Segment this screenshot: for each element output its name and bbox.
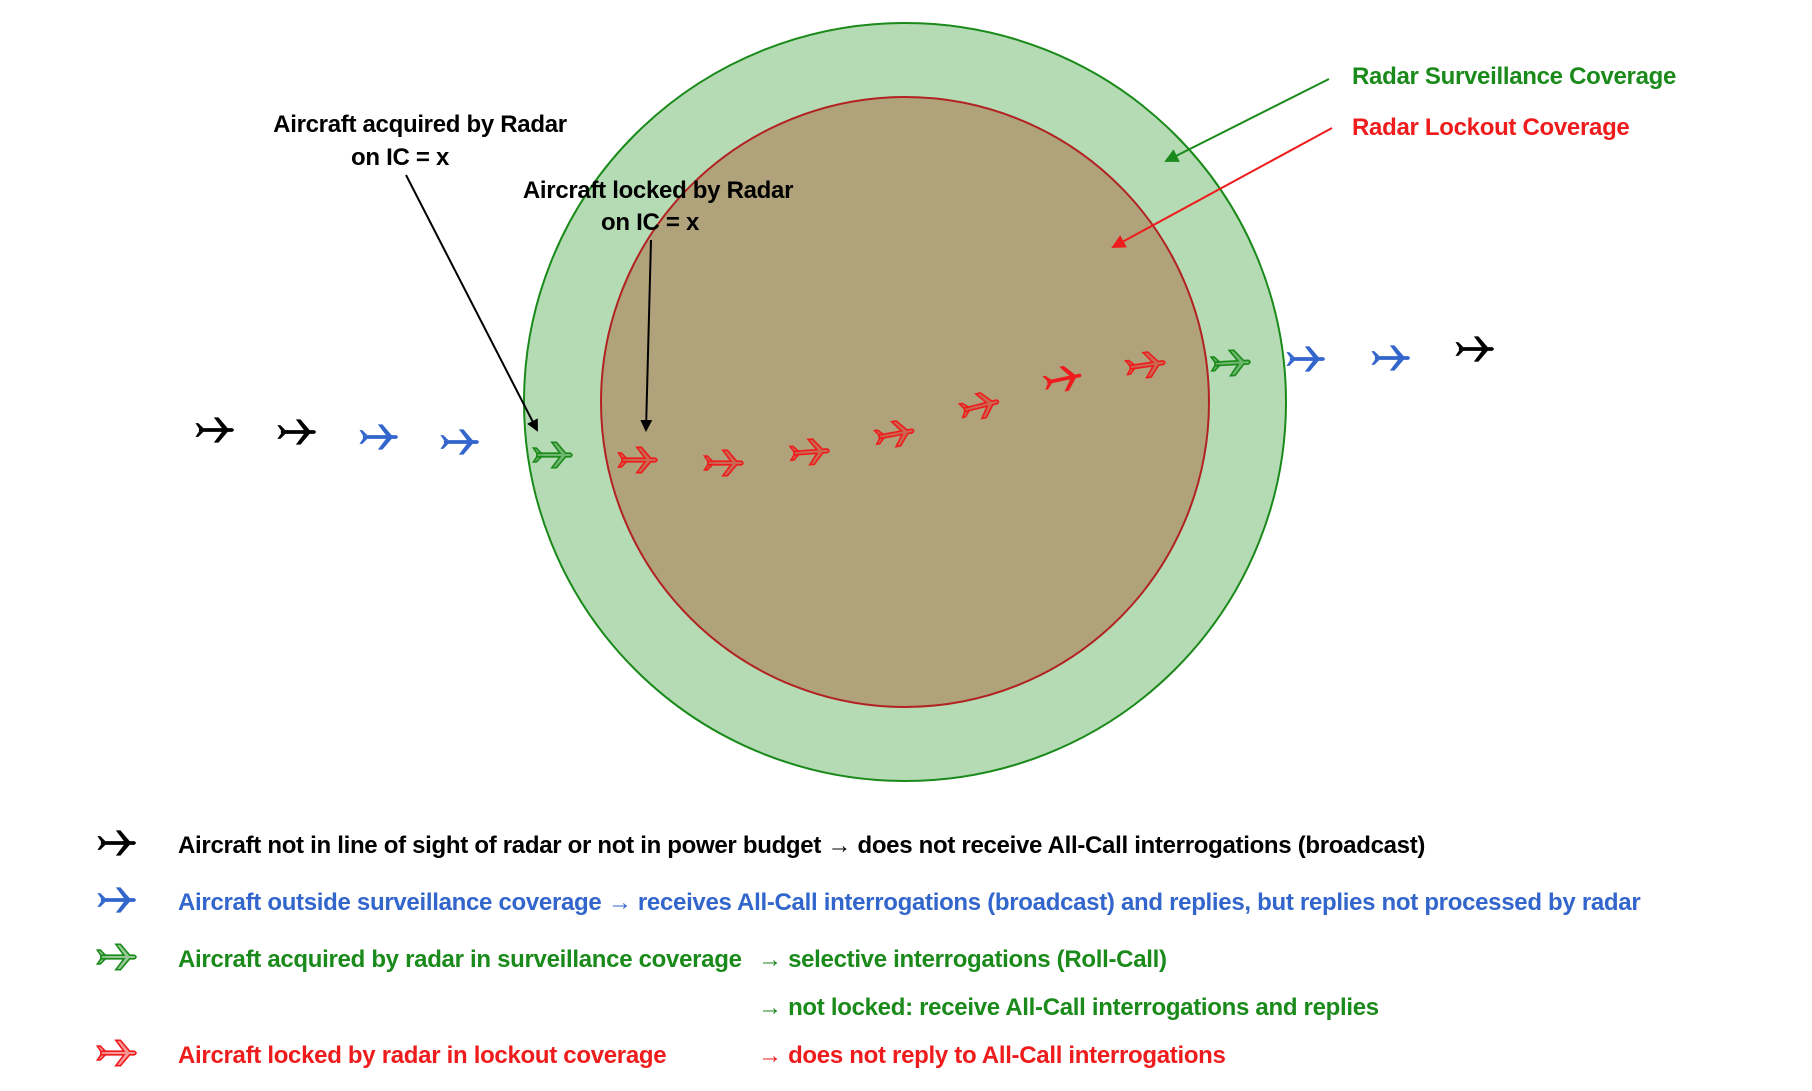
surveillance-pointer-arrow	[1164, 78, 1330, 162]
legend-green-text: Aircraft acquired by radar in surveillan…	[178, 946, 742, 973]
airplane-icon	[277, 419, 316, 445]
acquired-annotation-line2: on IC = x	[351, 144, 450, 171]
airplane-icon	[359, 424, 398, 450]
legend-red-detail-1: → does not reply to All-Call interrogati…	[758, 1042, 1226, 1069]
legend-green-detail-1: → selective interrogations (Roll-Call)	[758, 946, 1167, 973]
legend-black-text: Aircraft not in line of sight of radar o…	[178, 832, 1425, 859]
legend-red-airplane-outline-icon	[96, 1039, 137, 1067]
lockout-coverage-area	[600, 96, 1210, 708]
legend-blue-airplane-icon	[97, 887, 136, 913]
lockout-coverage-label: Radar Lockout Coverage	[1352, 114, 1629, 141]
legend: Aircraft not in line of sight of radar o…	[96, 830, 1641, 1069]
acquired-pointer-arrow	[405, 174, 538, 432]
airplane-icon	[195, 417, 234, 443]
airplane-icon	[1455, 336, 1494, 362]
locked-pointer-arrow	[640, 239, 653, 432]
locked-annotation-line1: Aircraft locked by Radar	[523, 177, 793, 204]
legend-green-detail-2: → not locked: receive All-Call interroga…	[758, 994, 1379, 1021]
surveillance-coverage-label: Radar Surveillance Coverage	[1352, 63, 1676, 90]
lockout-pointer-arrow	[1111, 127, 1333, 248]
legend-blue-text: Aircraft outside surveillance coverage →…	[178, 889, 1640, 916]
airplane-icon	[1286, 346, 1325, 372]
airplane-icon	[1371, 345, 1410, 371]
acquired-annotation-line1: Aircraft acquired by Radar	[273, 111, 567, 138]
airplane-icon	[440, 429, 479, 455]
legend-black-airplane-icon	[97, 830, 136, 856]
locked-annotation-line2: on IC = x	[601, 209, 700, 236]
legend-green-airplane-outline-icon	[96, 943, 137, 971]
legend-red-text: Aircraft locked by radar in lockout cove…	[178, 1042, 666, 1069]
